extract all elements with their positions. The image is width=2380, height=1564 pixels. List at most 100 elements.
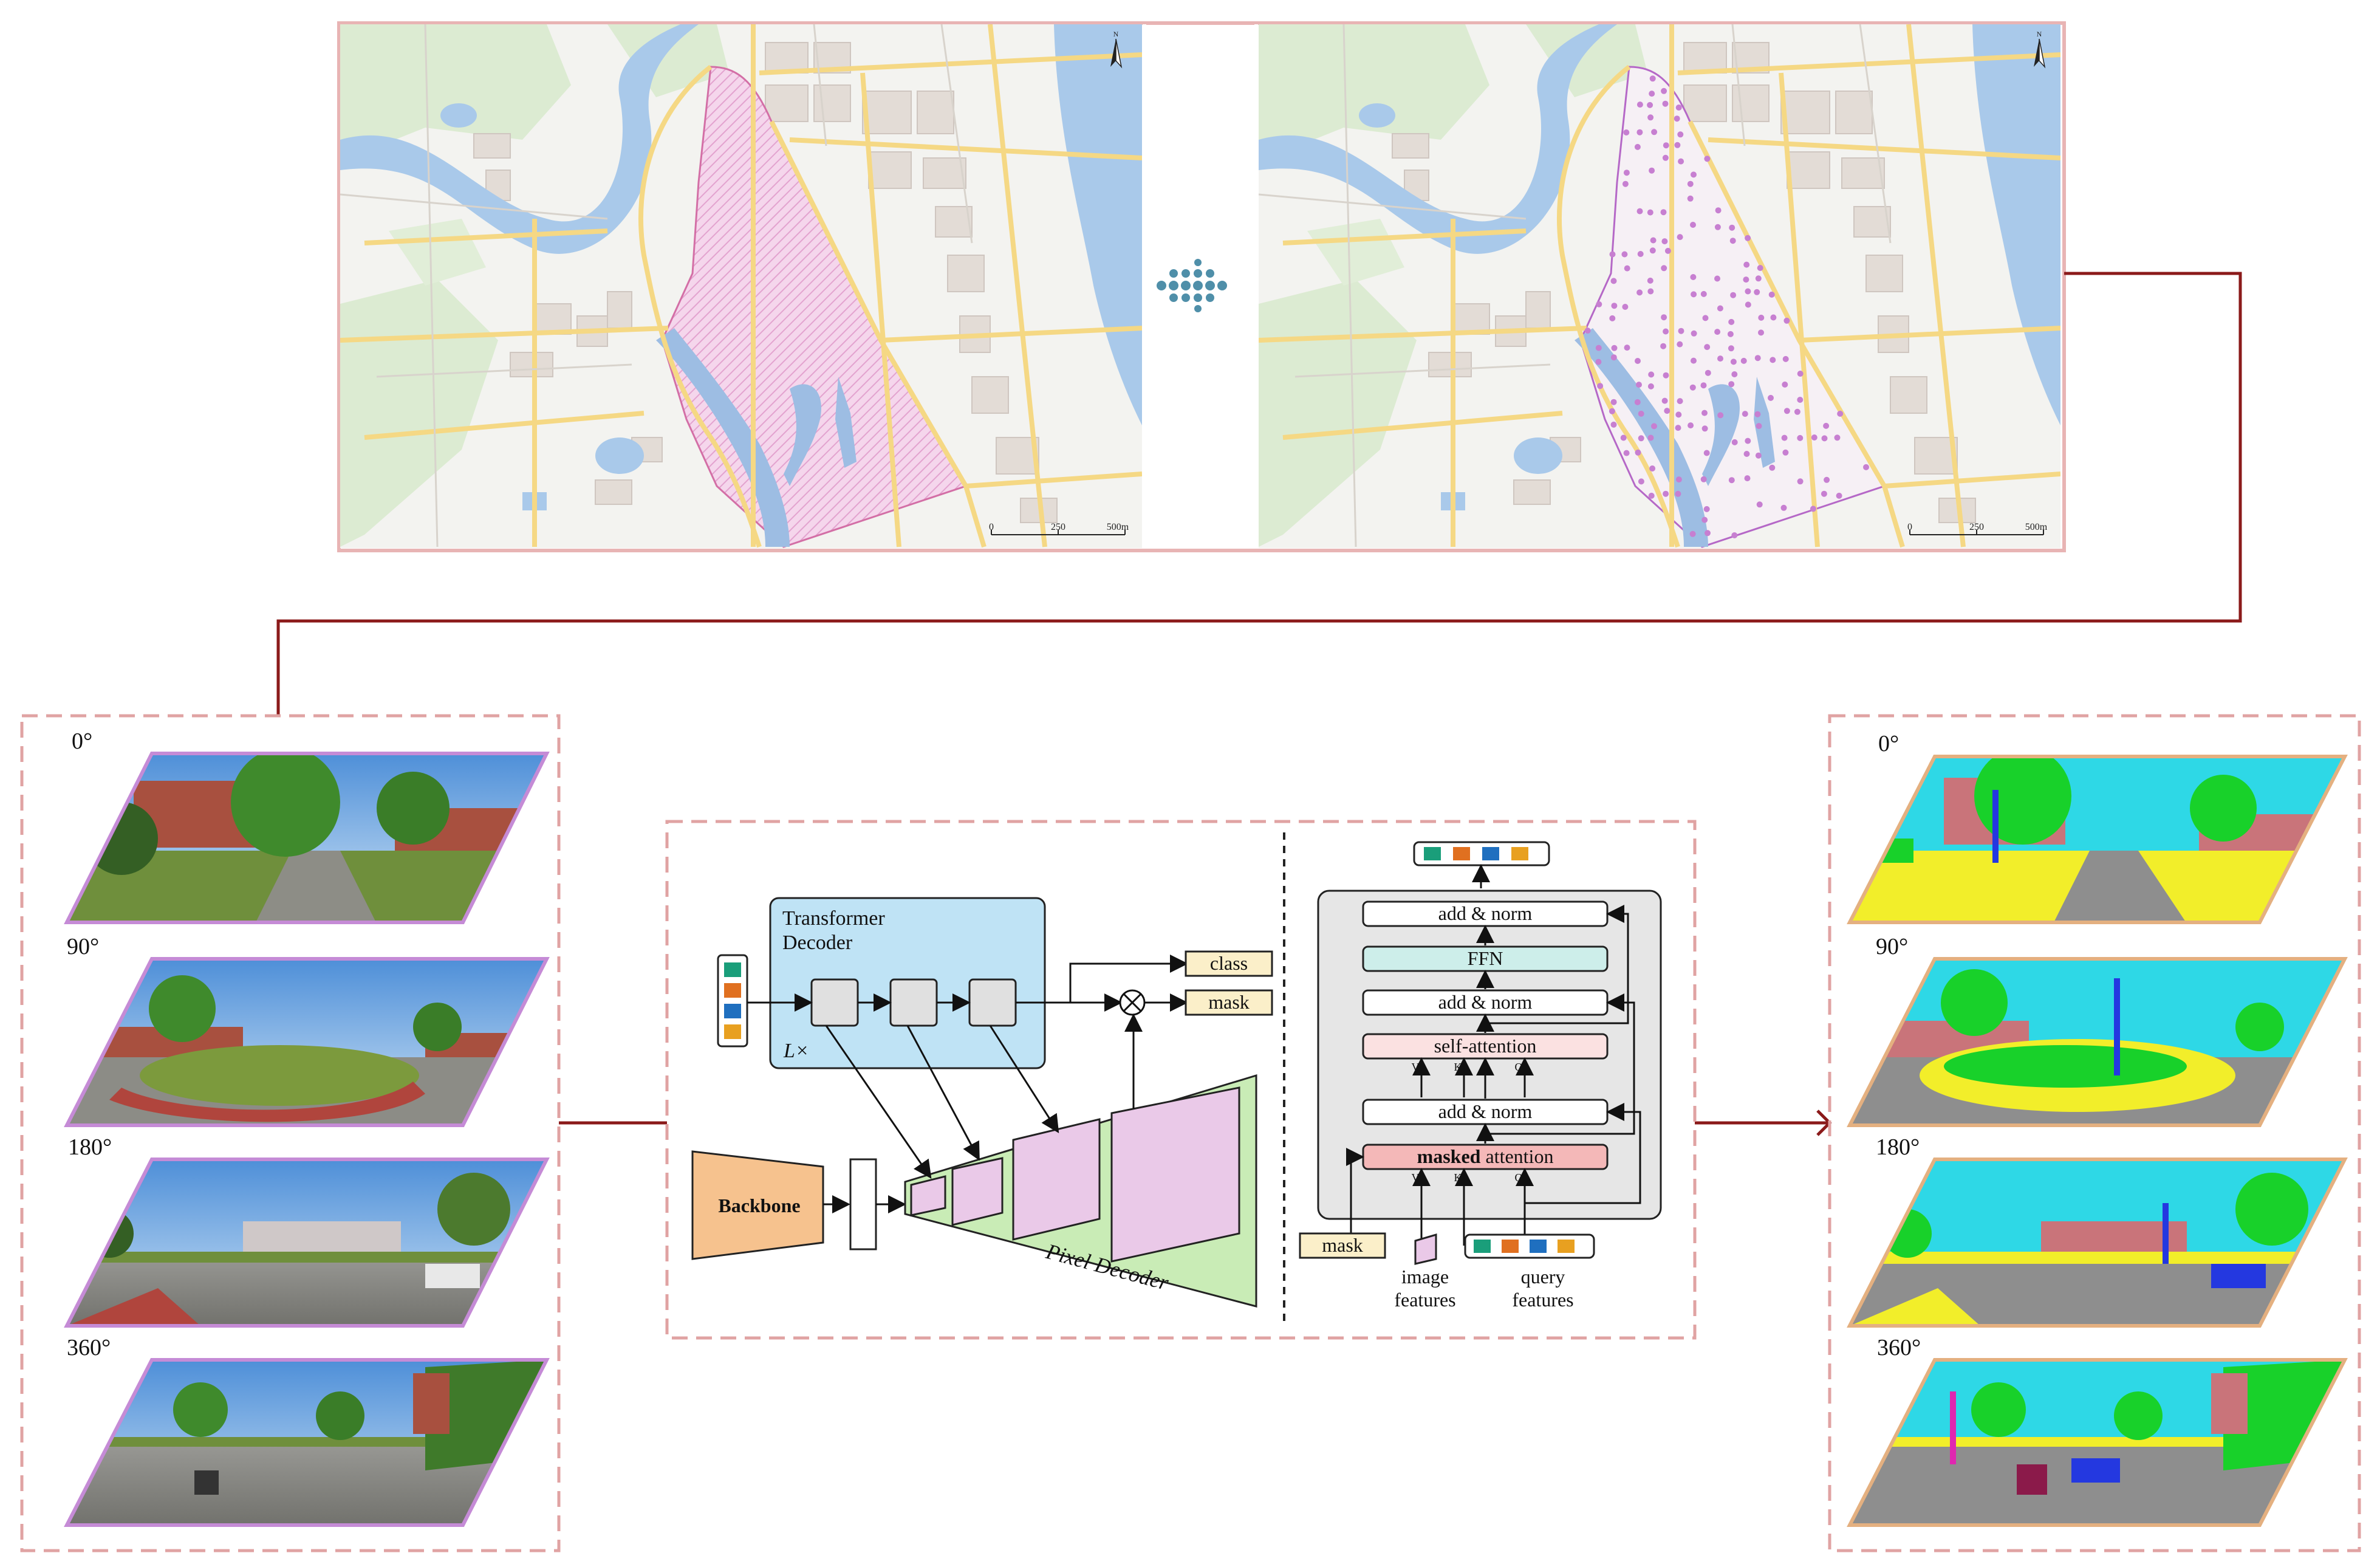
sample-point <box>1649 75 1656 82</box>
sample-point <box>1675 105 1682 111</box>
sample-point <box>1727 331 1734 337</box>
map-left-scale-250: 250 <box>1051 522 1065 532</box>
sample-point <box>1622 304 1629 310</box>
street-view-0 <box>67 753 547 922</box>
sample-point <box>1755 275 1762 282</box>
sample-point <box>1647 383 1654 389</box>
sample-point <box>1742 411 1748 417</box>
street-view-180-frame <box>64 1158 550 1328</box>
sample-point <box>1620 434 1627 441</box>
query-features-label-1: query <box>1521 1266 1565 1288</box>
sample-point <box>1702 315 1709 321</box>
query-tokens-stack <box>717 954 748 1048</box>
transformer-decoder-title: Transformer <box>782 907 885 930</box>
sample-point <box>1650 237 1657 244</box>
segmented-view-90-frame <box>1847 957 2348 1127</box>
sample-point <box>1797 397 1804 403</box>
sample-point <box>1757 265 1763 271</box>
sample-point <box>1638 435 1644 442</box>
masked-attention-k: K <box>1454 1171 1462 1184</box>
sample-point <box>1768 394 1774 401</box>
sample-point <box>1610 278 1617 284</box>
sample-point <box>1703 506 1710 512</box>
image-features-label-1: image <box>1401 1266 1449 1288</box>
sample-point <box>1745 437 1751 444</box>
output-angle-360: 360° <box>1877 1335 1921 1360</box>
mask-output-label: mask <box>1208 991 1250 1013</box>
sample-point <box>1597 383 1604 389</box>
sample-point <box>1647 114 1654 121</box>
sample-point <box>1675 476 1682 483</box>
sample-point <box>1705 530 1711 537</box>
sample-point <box>1610 399 1617 405</box>
sample-point <box>1703 450 1710 456</box>
sample-point <box>1717 355 1723 362</box>
sample-point <box>1770 314 1777 321</box>
sample-point <box>1701 425 1708 432</box>
sample-point <box>1811 434 1817 441</box>
masked-attention-v: V <box>1412 1171 1420 1184</box>
sample-point <box>1780 504 1787 511</box>
sample-point <box>1691 330 1697 337</box>
sample-point <box>1688 422 1694 429</box>
sample-point <box>1661 314 1667 321</box>
sample-point <box>1715 207 1722 214</box>
sample-point <box>1758 329 1764 336</box>
query-features-label-2: features <box>1512 1289 1573 1311</box>
segmented-view-360 <box>1850 1360 2345 1525</box>
sample-point <box>1782 355 1789 362</box>
segmented-view-180-frame <box>1847 1158 2348 1328</box>
sample-point <box>1768 291 1775 298</box>
sample-point <box>1797 371 1804 377</box>
sample-point <box>1638 478 1644 485</box>
self-attention-q: Q <box>1515 1061 1523 1073</box>
street-view-180 <box>67 1159 547 1326</box>
segmented-view-360-frame <box>1847 1358 2348 1527</box>
sample-point <box>1596 301 1602 307</box>
sample-point <box>1663 372 1669 379</box>
sample-point <box>1647 209 1653 216</box>
sample-point <box>1648 492 1655 499</box>
map-right-scale-0: 0 <box>1907 522 1912 532</box>
sample-points <box>1584 75 1869 538</box>
sample-point <box>1717 305 1723 312</box>
sample-point <box>1610 354 1617 361</box>
sample-point <box>1700 290 1707 297</box>
street-view-90-frame <box>64 957 550 1127</box>
sample-point <box>1729 224 1735 231</box>
self-attention-label: self-attention <box>1434 1035 1537 1057</box>
sample-point <box>1758 314 1765 321</box>
sample-point <box>1797 478 1804 485</box>
sample-point <box>1743 276 1749 283</box>
output-tokens <box>1413 841 1550 866</box>
segmented-views-frame <box>1828 714 2361 1552</box>
sample-point <box>1609 251 1616 258</box>
sample-point <box>1649 167 1655 174</box>
sample-point <box>1754 411 1761 417</box>
sample-point <box>1674 115 1680 122</box>
sample-point <box>1609 408 1615 414</box>
sample-point <box>1661 238 1668 245</box>
segmented-view-90 <box>1850 959 2345 1125</box>
sample-point <box>1823 422 1830 429</box>
sample-point <box>1595 358 1602 365</box>
sample-point <box>1584 328 1591 334</box>
repeat-label: L× <box>783 1040 809 1062</box>
sample-point <box>1661 87 1667 94</box>
sample-point <box>1651 423 1657 430</box>
sample-point <box>1611 303 1618 309</box>
sample-point <box>1621 251 1628 258</box>
sample-point <box>1649 465 1656 472</box>
sample-point <box>1595 345 1602 351</box>
add-norm-3-label: add & norm <box>1438 902 1533 924</box>
input-angle-90: 90° <box>67 934 99 959</box>
sample-point <box>1664 247 1671 254</box>
map-right-scale-250: 250 <box>1969 522 1984 532</box>
sample-point <box>1836 492 1842 499</box>
sample-point <box>1663 490 1669 497</box>
image-features-icon <box>1414 1233 1437 1265</box>
sample-point <box>1728 381 1735 388</box>
sample-point <box>1635 449 1641 456</box>
class-output-label: class <box>1210 952 1248 974</box>
